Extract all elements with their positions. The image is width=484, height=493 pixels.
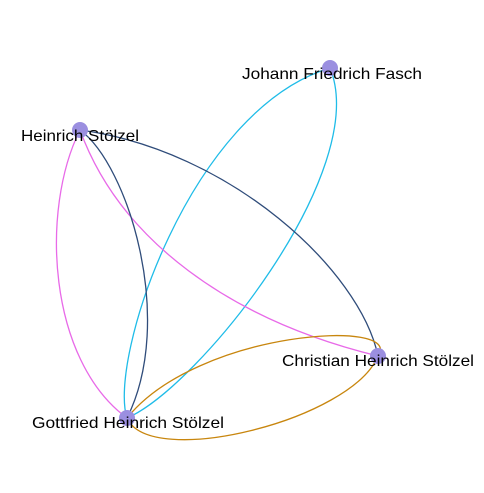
node-gottfried-heinrich-stolzel[interactable]	[119, 410, 135, 426]
edge-heinrich-gottfried-dark	[79, 129, 149, 419]
node-label-heinrich: Heinrich Stölzel	[21, 128, 139, 145]
node-label-christian: Christian Heinrich Stölzel	[282, 353, 474, 370]
node-johann-friedrich-fasch[interactable]	[322, 60, 338, 76]
labels-layer: Johann Friedrich Fasch Heinrich Stölzel …	[21, 66, 474, 432]
edge-heinrich-christian-pink	[79, 129, 379, 357]
node-label-gottfried: Gottfried Heinrich Stölzel	[32, 415, 224, 432]
edges-layer	[55, 67, 381, 441]
edge-heinrich-gottfried-pink	[55, 129, 128, 419]
node-heinrich-stolzel[interactable]	[72, 122, 88, 138]
node-label-fasch: Johann Friedrich Fasch	[242, 66, 422, 83]
nodes-layer	[72, 60, 386, 426]
node-christian-heinrich-stolzel[interactable]	[370, 348, 386, 364]
edge-heinrich-christian-dark	[79, 129, 379, 357]
